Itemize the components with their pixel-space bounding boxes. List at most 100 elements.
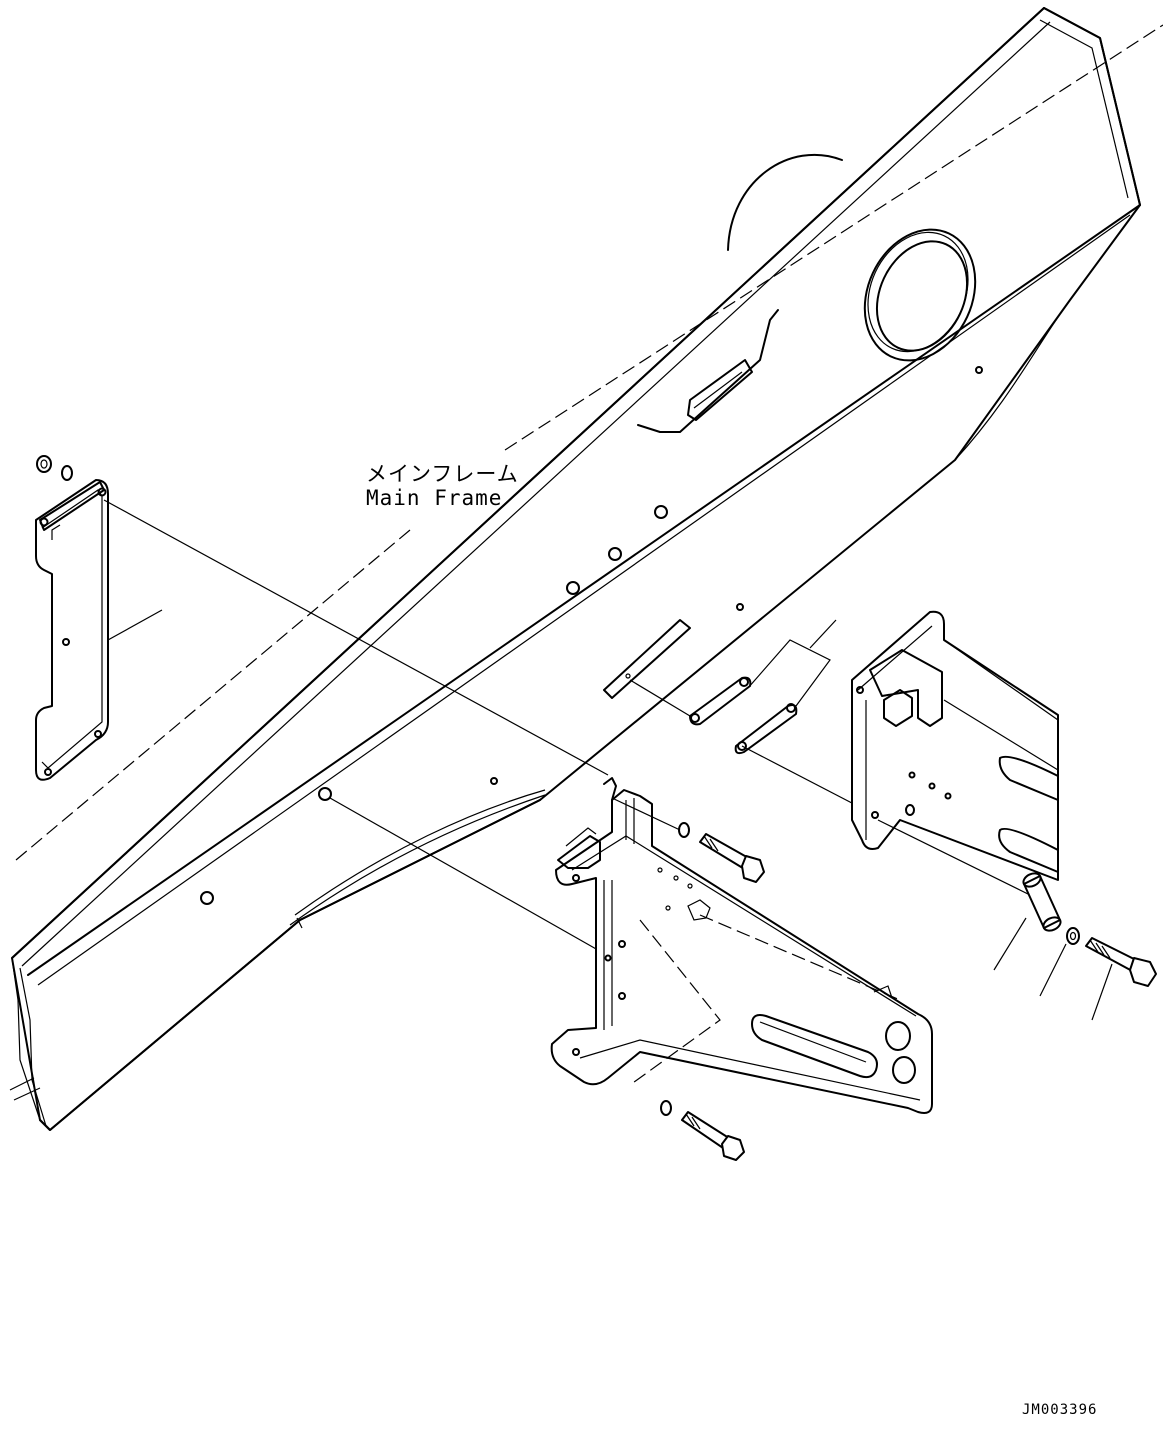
cover-plate-hole [94,730,102,738]
right-support-slot-upper [998,755,1059,801]
washer-leader [1039,943,1067,997]
cover-plate-body [35,479,109,781]
frame-slot-hole [625,673,631,679]
main-frame-right-curve [539,299,1071,801]
main-frame-hub [727,153,843,251]
frame-slot-small [603,619,691,699]
main-frame-bore-mid [867,231,969,353]
main-frame-top-edge [11,7,1045,959]
bracket-hole-large [885,1021,911,1051]
link-plate-hole [786,703,796,713]
cover-plate [35,455,163,781]
link-plate-leader-box [747,639,831,707]
bracket-phantom-2 [699,914,901,1001]
bracket-bottom-face [579,1039,921,1101]
phantom-line-upper [504,24,1163,451]
bracket-hole [604,954,612,962]
right-support-edge [857,625,933,840]
main-frame-slot [687,359,753,421]
bracket-slot-inner [759,1021,867,1063]
main-frame [9,7,1141,1131]
main-frame-top-edge-inner [21,21,1051,967]
frame-hole [566,581,580,595]
link-plate-hole [739,677,749,687]
main-frame-flange-line [27,204,1141,976]
washer-icon [61,465,73,481]
cover-plate-leader [107,609,163,641]
main-frame-lower-sweep-2 [294,789,546,916]
spacer-end [1042,916,1062,932]
frame-hole [318,787,332,801]
link-plates [629,619,876,816]
frame-hole [608,547,622,561]
right-support-hole [908,771,916,779]
washer-icon [1066,927,1080,945]
bracket-hole [687,883,693,889]
right-support [851,610,1059,896]
bracket-hole [572,874,580,882]
washer-icon [660,1100,672,1116]
spacer-icon [1022,872,1042,888]
bracket-hole-large [892,1056,916,1084]
main-frame-slot-inner [693,371,743,409]
bolt-leader [1091,963,1113,1021]
bracket-hole [618,940,626,948]
main-frame-end-face-inner [1039,19,1129,199]
drawing-number: JM003396 [1022,1402,1098,1418]
washer-icon [678,822,690,838]
link-plate-hole [737,741,747,751]
main-frame-body [11,7,1141,1131]
bracket-slot [751,1014,878,1079]
frame-hole [975,366,983,374]
assembly-line-right [877,819,1031,896]
cover-plate-lip-detail [51,524,61,540]
assembly-line-upper-bolt [611,797,681,831]
main-frame-notch [637,309,779,433]
right-support-hole [856,686,864,694]
bracket-lug-top [565,827,597,847]
link-plate-hole [690,713,700,723]
bracket-body [550,789,933,1114]
bolt-icon [721,1135,745,1161]
main-frame-end-face [1043,7,1141,206]
frame-hole [490,777,498,785]
right-support-face-lines [943,639,1059,771]
bracket-hole [657,867,663,873]
frame-tick [296,917,303,929]
bolt-icon [1129,957,1157,987]
bracket-web [603,880,613,1030]
frame-hole [736,603,744,611]
cover-plate-hole [97,487,107,497]
bolt-thread [703,835,719,852]
main-frame-lower-sweep [289,794,546,926]
main-frame-right-end [1069,204,1141,301]
bolt-thread [1089,939,1111,959]
assembly-line-frame-hole [329,797,613,959]
fastener-set-upper [611,797,765,883]
nut-bore [40,459,48,469]
right-support-hole [871,811,879,819]
bracket-pin [603,777,617,801]
main-frame-left-end [11,957,41,1121]
bracket-boss [687,899,711,921]
washer-bore [1069,931,1077,941]
main-frame-bottom-edge [39,799,541,1131]
cover-plate-edge [41,489,103,769]
right-support-hole [928,782,936,790]
right-support-pin [905,804,915,816]
link-plate-lower [734,704,798,755]
frame-hole [654,505,668,519]
main-frame-left-end-inner [19,967,47,1127]
bracket-hole [618,992,626,1000]
fastener-set-right [993,872,1157,1021]
phantom-lines [15,24,1163,861]
phantom-line-left [15,529,411,861]
spacer-body [1023,875,1061,929]
right-support-boss [883,689,913,727]
right-support-hole [944,792,952,800]
bracket-hole [665,905,671,911]
right-support-body [851,610,1059,881]
bracket-lug [557,835,601,869]
